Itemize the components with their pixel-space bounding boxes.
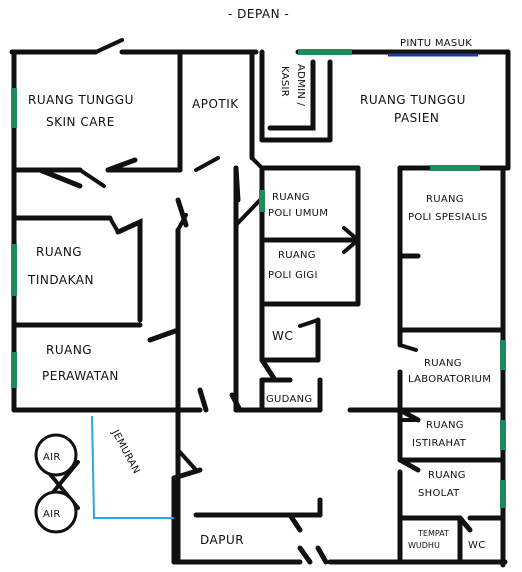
room-lab-line2: LABORATORIUM [408,374,491,385]
room-perawatan-line2: PERAWATAN [42,369,119,383]
water-tank-top [34,433,78,477]
room-apotik: APOTIK [192,97,239,111]
jemuran-line [91,415,174,519]
water-tank-top-label: AIR [43,452,61,463]
room-tindakan-line1: RUANG [36,245,82,259]
room-dapur: DAPUR [200,533,244,547]
room-sholat-line2: SHOLAT [418,488,460,499]
plan-title: - DEPAN - [228,7,289,21]
water-tank-bottom [34,490,78,534]
room-istirahat-line2: ISTIRAHAT [412,438,467,449]
room-skincare-line1: RUANG TUNGGU [28,93,134,107]
windows [11,49,506,508]
room-kasir-line2: KASIR [279,66,290,97]
room-perawatan-line1: RUANG [46,343,92,357]
area-jemuran: JEMURAN [109,427,142,476]
water-tank-bottom-label: AIR [43,509,61,520]
doors [78,38,420,472]
entrance-label: PINTU MASUK [400,38,472,49]
room-istirahat-line1: RUANG [426,420,464,431]
room-spesialis-line1: RUANG [426,194,464,205]
room-spesialis-line2: POLI SPESIALIS [408,212,488,223]
room-poli-gigi-line1: RUANG [278,250,316,261]
room-poli-gigi-line2: POLI GIGI [268,270,318,281]
room-tindakan-line2: TINDAKAN [27,273,94,287]
room-sholat-line1: RUANG [428,470,466,481]
room-wudhu-line2: WUDHU [408,541,440,550]
room-poli-umum-line1: RUANG [272,192,310,203]
room-pasien-line1: RUANG TUNGGU [360,93,466,107]
water-tanks [34,433,80,534]
room-gudang: GUDANG [266,394,312,405]
room-wudhu-line1: TEMPAT [417,529,449,538]
room-lab-line1: RUANG [424,358,462,369]
room-wc-middle: WC [272,329,293,343]
room-skincare-line2: SKIN CARE [46,115,115,129]
room-pasien-line2: PASIEN [394,111,439,125]
room-wc-bottom: WC [468,540,485,551]
room-poli-umum-line2: POLI UMUM [268,208,328,219]
room-kasir-line1: ADMIN / [295,64,306,107]
